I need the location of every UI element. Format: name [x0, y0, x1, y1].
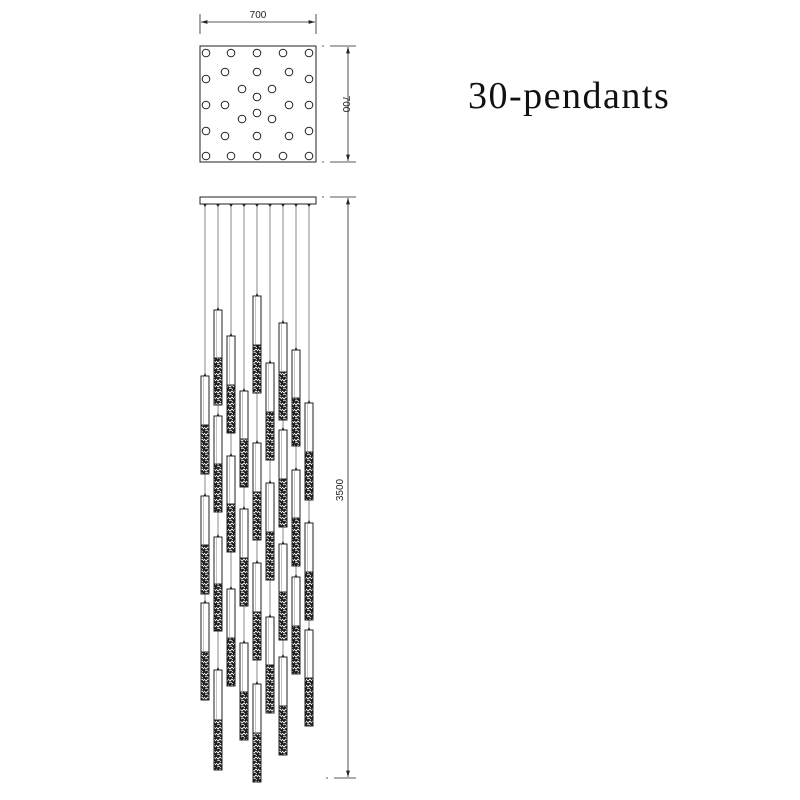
pendant-tube [252, 440, 262, 541]
pendant-dot [237, 84, 247, 94]
pendant-tube [213, 667, 223, 771]
pendant-tube [304, 400, 314, 501]
pendant-dot [201, 151, 211, 161]
pendant-tube [304, 627, 314, 727]
pendant-dot [220, 100, 230, 110]
pendant-tube [226, 586, 236, 687]
canopy-plan-outline [199, 45, 317, 163]
pendant-dot [201, 74, 211, 84]
pendant-tube [213, 307, 223, 406]
pendant-tube [291, 574, 301, 675]
pendant-dot [220, 67, 230, 77]
pendant-dot [226, 151, 236, 161]
pendant-tube [265, 480, 275, 581]
pendant-tube [278, 427, 288, 528]
pendant-tube [291, 467, 301, 567]
drawing-title: 30-pendants [468, 75, 671, 117]
plan-width-dimension: 700 [199, 10, 317, 34]
plan-depth-label: 700 [340, 96, 351, 113]
pendant-dot [278, 48, 288, 58]
pendant-dot [278, 151, 288, 161]
pendant-dot [284, 67, 294, 77]
pendant-tube [291, 347, 301, 447]
pendant-tube [239, 640, 249, 741]
pendant-tube [239, 388, 249, 488]
pendant-tube [278, 541, 288, 641]
pendant-tube [213, 534, 223, 632]
elevation-view: 3500 [199, 196, 356, 783]
cable-anchor-icon [294, 204, 298, 207]
pendant-dot [201, 126, 211, 136]
cable-anchor-icon [255, 204, 259, 207]
pendant-dot [304, 100, 314, 110]
plan-view: 700 700 [199, 10, 356, 163]
pendant-tube [252, 293, 262, 394]
pendant-dot [201, 100, 211, 110]
pendant-dot [304, 151, 314, 161]
pendant-tubes [200, 293, 314, 783]
pendant-tube [226, 333, 236, 434]
pendant-dot [304, 48, 314, 58]
pendant-dot [252, 48, 262, 58]
pendant-dot [201, 48, 211, 58]
pendant-dot [267, 114, 277, 124]
cable-anchor-icon [281, 204, 285, 207]
cable-anchor-icon [203, 204, 207, 207]
pendant-dots [201, 48, 314, 161]
cable-anchor-icon [242, 204, 246, 207]
cable-anchor-icon [268, 204, 272, 207]
pendant-tube [304, 520, 314, 621]
pendant-dot [226, 48, 236, 58]
pendant-dot [252, 131, 262, 141]
pendant-tube [278, 320, 288, 421]
cable-anchor-icon [229, 204, 233, 207]
pendant-dot [252, 108, 262, 118]
pendant-tube [265, 360, 275, 461]
canopy-elevation [199, 196, 317, 205]
height-dimension: 3500 [322, 196, 356, 779]
pendant-tube [265, 614, 275, 714]
pendant-tube [252, 681, 262, 783]
pendant-tube [239, 506, 249, 607]
pendant-tube [226, 453, 236, 553]
pendant-dot [252, 151, 262, 161]
pendant-dot [284, 100, 294, 110]
pendant-tube [252, 560, 262, 661]
pendant-tube [200, 373, 210, 475]
pendant-tube [200, 493, 210, 595]
pendant-dot [237, 114, 247, 124]
cable-anchor-icon [216, 204, 220, 207]
height-label: 3500 [335, 478, 346, 501]
pendant-dot [252, 67, 262, 77]
cable-anchor-icon [307, 204, 311, 207]
plan-depth-dimension: 700 [322, 45, 356, 163]
pendant-tube [200, 600, 210, 701]
pendant-dot [252, 92, 262, 102]
pendant-dot [220, 131, 230, 141]
pendant-dot [284, 131, 294, 141]
pendant-tube [213, 413, 223, 513]
pendant-tube [278, 654, 288, 756]
pendant-dot [267, 84, 277, 94]
pendant-dot [304, 74, 314, 84]
pendant-dot [304, 126, 314, 136]
plan-width-label: 700 [250, 10, 267, 21]
